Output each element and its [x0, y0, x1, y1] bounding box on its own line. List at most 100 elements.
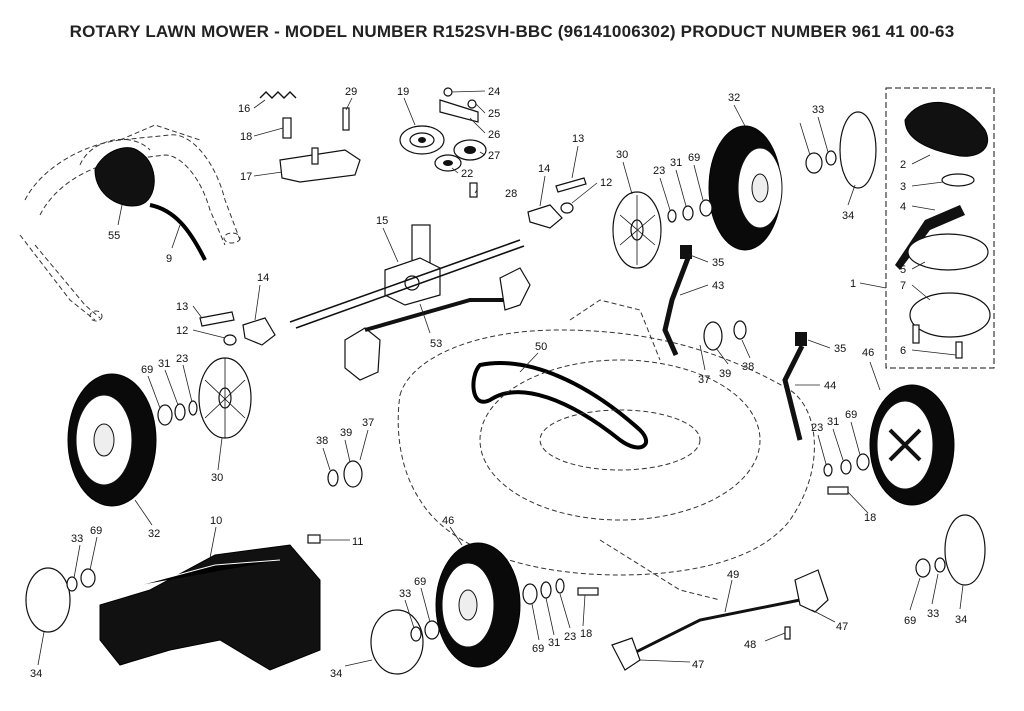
part-23-clip-b: [188, 400, 198, 416]
part-69-washer-c: [157, 404, 173, 426]
part-18-bolt-c: [577, 587, 599, 596]
part-12-washer-upper: [560, 202, 574, 214]
label-part-17: 17: [240, 171, 252, 183]
part-69-washer-g: [522, 583, 538, 605]
label-part-39-upper: 39: [719, 368, 731, 380]
part-33-nut-c: [410, 626, 422, 642]
label-part-31-right: 31: [827, 416, 839, 428]
label-part-13-lower: 13: [176, 301, 188, 313]
label-part-47-left: 47: [692, 659, 704, 671]
label-part-35: 35: [712, 257, 724, 269]
mower-deck: [397, 299, 815, 601]
label-part-69: 69: [688, 152, 700, 164]
label-part-14: 14: [538, 163, 550, 175]
part-6-bolt-a: [912, 324, 920, 344]
part-31-washer-b: [174, 403, 186, 421]
label-part-50: 50: [535, 341, 547, 353]
part-32-wheel-rear-right: [708, 125, 783, 251]
part-17-bracket: [279, 147, 361, 183]
part-34-cap-d: [944, 514, 986, 586]
part-38-spring-upper: [733, 320, 747, 340]
part-28-bolt: [469, 182, 478, 198]
label-part-10: 10: [210, 515, 222, 527]
label-part-55: 55: [108, 230, 120, 242]
part-14-bracket-upper: [527, 204, 563, 229]
label-part-43: 43: [712, 280, 724, 292]
part-49-front-axle: [611, 569, 829, 671]
part-18-bolt: [282, 117, 292, 139]
part-23-clip-a: [667, 209, 677, 223]
part-13-bolt-upper: [555, 177, 587, 193]
label-part-18-right: 18: [864, 512, 876, 524]
label-part-38-lower: 38: [316, 435, 328, 447]
part-34-cap-b: [25, 567, 71, 633]
label-part-4: 4: [900, 201, 906, 213]
part-43-height-lever: [662, 245, 692, 357]
label-part-18-front: 18: [580, 628, 592, 640]
label-part-24: 24: [488, 86, 500, 98]
part-69-washer-h: [915, 558, 931, 578]
label-part-34-front: 34: [330, 668, 342, 680]
part-34-cap-a: [839, 111, 877, 189]
label-part-27: 27: [488, 150, 500, 162]
part-69-washer-e: [80, 568, 96, 588]
part-31-washer-d: [540, 581, 552, 599]
part-30-hub-cap-upper: [612, 191, 662, 269]
label-part-32: 32: [728, 92, 740, 104]
label-part-37-lower: 37: [362, 417, 374, 429]
leader-lines: [37, 90, 964, 667]
part-26-idler-arm: [439, 99, 479, 123]
label-part-29: 29: [345, 86, 357, 98]
label-part-34: 34: [842, 210, 854, 222]
label-part-47-right: 47: [836, 621, 848, 633]
part-15-transmission: [384, 224, 441, 306]
part-33-nut-b: [66, 576, 78, 592]
label-part-39-lower: 39: [340, 427, 352, 439]
label-part-69-left: 69: [141, 364, 153, 376]
label-part-33-lowright: 33: [927, 608, 939, 620]
part-10-rear-flap: [99, 544, 321, 671]
part-25-nut: [467, 99, 477, 109]
part-27-pulley: [453, 139, 487, 161]
label-part-31-left: 31: [158, 358, 170, 370]
label-part-28: 28: [505, 188, 517, 200]
part-29-bolt: [342, 107, 350, 131]
label-part-5: 5: [900, 264, 906, 276]
label-part-35-right: 35: [834, 343, 846, 355]
label-part-1: 1: [850, 278, 856, 290]
part-69-washer-a: [805, 152, 823, 174]
handle-assembly: [19, 124, 241, 322]
part-55-control-grip: [79, 138, 155, 207]
label-part-30-lower: 30: [211, 472, 223, 484]
label-part-22: 22: [461, 168, 473, 180]
label-part-34-lowright: 34: [955, 614, 967, 626]
label-part-23-front: 23: [564, 631, 576, 643]
part-16-spring: [259, 91, 297, 99]
part-13-bolt-lower: [199, 311, 235, 327]
label-part-18: 18: [240, 131, 252, 143]
part-9-cable: [149, 203, 207, 261]
label-part-69-right: 69: [845, 409, 857, 421]
label-part-7: 7: [900, 280, 906, 292]
label-part-3: 3: [900, 181, 906, 193]
label-part-34-lowleft: 34: [30, 668, 42, 680]
part-6-bolt-b: [955, 341, 963, 359]
part-39-wheel-upper: [703, 321, 723, 351]
label-part-33-front: 33: [399, 588, 411, 600]
label-part-69-front: 69: [414, 576, 426, 588]
label-part-15: 15: [376, 215, 388, 227]
label-part-12-lower: 12: [176, 325, 188, 337]
label-part-11: 11: [352, 536, 363, 548]
label-part-25: 25: [488, 108, 500, 120]
part-24-nut: [443, 87, 453, 97]
part-32-wheel-rear-left: [67, 373, 157, 507]
part-31-washer-c: [840, 459, 852, 475]
part-53-height-bracket: [344, 267, 531, 381]
label-part-48: 48: [744, 639, 756, 651]
part-2-flap: [904, 101, 989, 157]
label-part-46: 46: [862, 347, 874, 359]
part-48-pin: [784, 626, 791, 640]
part-22-pulley: [434, 154, 462, 172]
diagram-title: ROTARY LAWN MOWER - MODEL NUMBER R152SVH…: [69, 22, 955, 41]
